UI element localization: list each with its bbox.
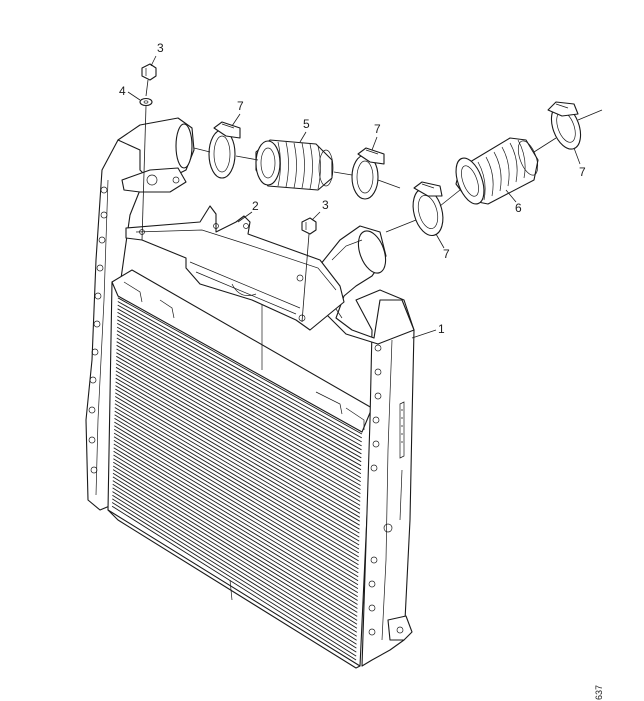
right-tank-bosses xyxy=(368,344,393,636)
hose-clamp-part-c xyxy=(412,181,444,237)
callout-3-top: 3 xyxy=(157,41,164,55)
callout-6: 6 xyxy=(515,201,522,215)
callout-7-b: 7 xyxy=(374,122,381,136)
callout-2: 2 xyxy=(252,199,259,213)
core-fin xyxy=(116,348,361,490)
core-fin xyxy=(116,352,361,494)
core-fin xyxy=(112,480,358,633)
core-fin xyxy=(112,465,358,617)
core-fin xyxy=(115,388,360,534)
core-fin xyxy=(114,418,359,566)
core-fin xyxy=(114,407,360,554)
core-fin xyxy=(113,454,358,605)
callout-7-d: 7 xyxy=(579,165,586,179)
core-fin xyxy=(114,410,359,558)
figure-number: 637 xyxy=(594,685,604,700)
core-fin xyxy=(112,487,357,641)
callout-5: 5 xyxy=(303,117,310,131)
core-fin xyxy=(115,377,360,522)
core-fin xyxy=(115,363,361,506)
core-fin xyxy=(117,301,363,439)
callout-3-middle: 3 xyxy=(322,198,329,212)
core-fin xyxy=(113,461,358,613)
core-fin xyxy=(117,312,362,451)
core-fin xyxy=(116,341,361,482)
washer-part xyxy=(139,97,153,241)
core-fin xyxy=(113,458,358,609)
core-fin xyxy=(112,483,357,637)
mounting-bracket-part xyxy=(125,205,345,331)
hose-part-5 xyxy=(255,139,334,191)
callout-labels: 3 4 7 5 7 2 3 6 7 7 1 xyxy=(119,41,586,339)
core-fin xyxy=(113,450,358,601)
core-fin xyxy=(115,374,361,518)
callout-1: 1 xyxy=(438,322,445,336)
core-fin xyxy=(113,447,358,597)
core-fin xyxy=(116,334,362,474)
hose-clamp-part-b xyxy=(351,147,385,200)
core-fin xyxy=(114,414,359,562)
core-fin xyxy=(115,370,361,514)
intercooler-part xyxy=(85,117,415,669)
callout-7-c: 7 xyxy=(443,247,450,261)
core-fin xyxy=(112,498,357,653)
left-tank-bosses xyxy=(88,186,108,474)
core-fin xyxy=(113,432,359,582)
core-fin xyxy=(114,403,360,550)
core-fin xyxy=(117,297,363,435)
hose-clamp-part-d xyxy=(547,101,582,150)
core-fin xyxy=(115,366,361,510)
core-fin xyxy=(116,323,362,463)
core-fin xyxy=(112,469,358,621)
core-fins xyxy=(111,297,363,661)
core-fin xyxy=(115,381,360,526)
core-fin xyxy=(112,494,357,649)
core-fin xyxy=(115,359,361,502)
core-fin xyxy=(116,330,362,471)
core-fin xyxy=(117,304,362,443)
hose-clamp-part-a xyxy=(208,121,241,179)
bolt-part-top xyxy=(141,63,157,97)
core-fin xyxy=(112,491,357,645)
callout-4: 4 xyxy=(119,84,126,98)
core-fin xyxy=(114,421,359,570)
core-fin xyxy=(115,392,360,538)
core-fin xyxy=(113,443,359,593)
core-fin xyxy=(114,396,360,542)
bolt-part-middle xyxy=(301,217,317,323)
core-fin xyxy=(113,436,359,586)
core-fin xyxy=(112,472,358,625)
core-fin xyxy=(111,505,357,661)
core-fin xyxy=(116,355,361,498)
core-fin xyxy=(117,319,362,459)
core-fin xyxy=(114,425,359,574)
assembly-guide-lines xyxy=(193,109,603,233)
callout-7-a: 7 xyxy=(237,99,244,113)
core-fin xyxy=(115,385,360,530)
core-fin xyxy=(116,337,362,478)
core-fin xyxy=(116,326,362,467)
core-fin xyxy=(116,344,361,486)
core-fin xyxy=(117,308,362,447)
core-fin xyxy=(111,502,357,657)
core-fin xyxy=(114,399,360,546)
core-fin xyxy=(117,315,362,455)
hose-part-6 xyxy=(455,137,539,205)
core-fin xyxy=(112,476,358,629)
core-fin xyxy=(113,440,359,589)
core-fin xyxy=(113,429,359,578)
